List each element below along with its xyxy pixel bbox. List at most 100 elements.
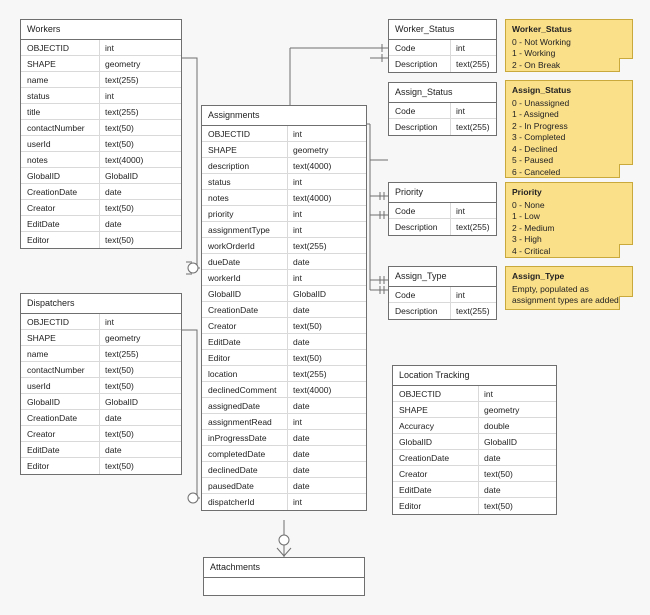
note-line: 2 - In Progress: [512, 120, 568, 131]
note-line: 4 - Critical: [512, 245, 551, 256]
note-line: 4 - Declined: [512, 143, 558, 154]
note-title: Priority: [512, 187, 542, 197]
note-line: 2 - On Break: [512, 59, 561, 70]
note-line: 1 - Low: [512, 211, 540, 221]
entity-title: Workers: [21, 20, 181, 40]
entity-title: Assignments: [202, 106, 366, 126]
note-line: 3 - High: [512, 234, 542, 244]
entity-title: Location Tracking: [393, 366, 556, 386]
entity-title: Priority: [389, 183, 496, 203]
note-line: 6 - Canceled: [512, 166, 561, 177]
entity-title: Assign_Type: [389, 267, 496, 287]
note-fold-corner: [619, 58, 633, 72]
entity-rows: [204, 578, 364, 594]
entity-title: Assign_Status: [389, 83, 496, 103]
note-line: 0 - Not Working: [512, 36, 571, 47]
note-title: Assign_Type: [512, 271, 565, 281]
note-line: 3 - Completed: [512, 132, 566, 142]
note-line: 0 - Unassigned: [512, 97, 570, 108]
relationship-node-dispatcher: [187, 492, 199, 504]
note-worker-status: Worker_Status 0 - Not Working 1 - Workin…: [505, 19, 633, 72]
note-line: assignment types are added: [512, 295, 619, 305]
relationship-node-worker: [187, 262, 199, 274]
entity-title: Attachments: [204, 558, 364, 578]
note-fold-corner: [619, 164, 633, 178]
note-line: 5 - Paused: [512, 155, 554, 165]
note-title: Worker_Status: [512, 24, 572, 34]
note-fold-corner: [619, 296, 633, 310]
note-line: 1 - Assigned: [512, 109, 559, 119]
entity-title: Dispatchers: [21, 294, 181, 314]
entity-attachments[interactable]: Attachments: [203, 557, 365, 596]
note-assign-status: Assign_Status 0 - Unassigned 1 - Assigne…: [505, 80, 633, 178]
